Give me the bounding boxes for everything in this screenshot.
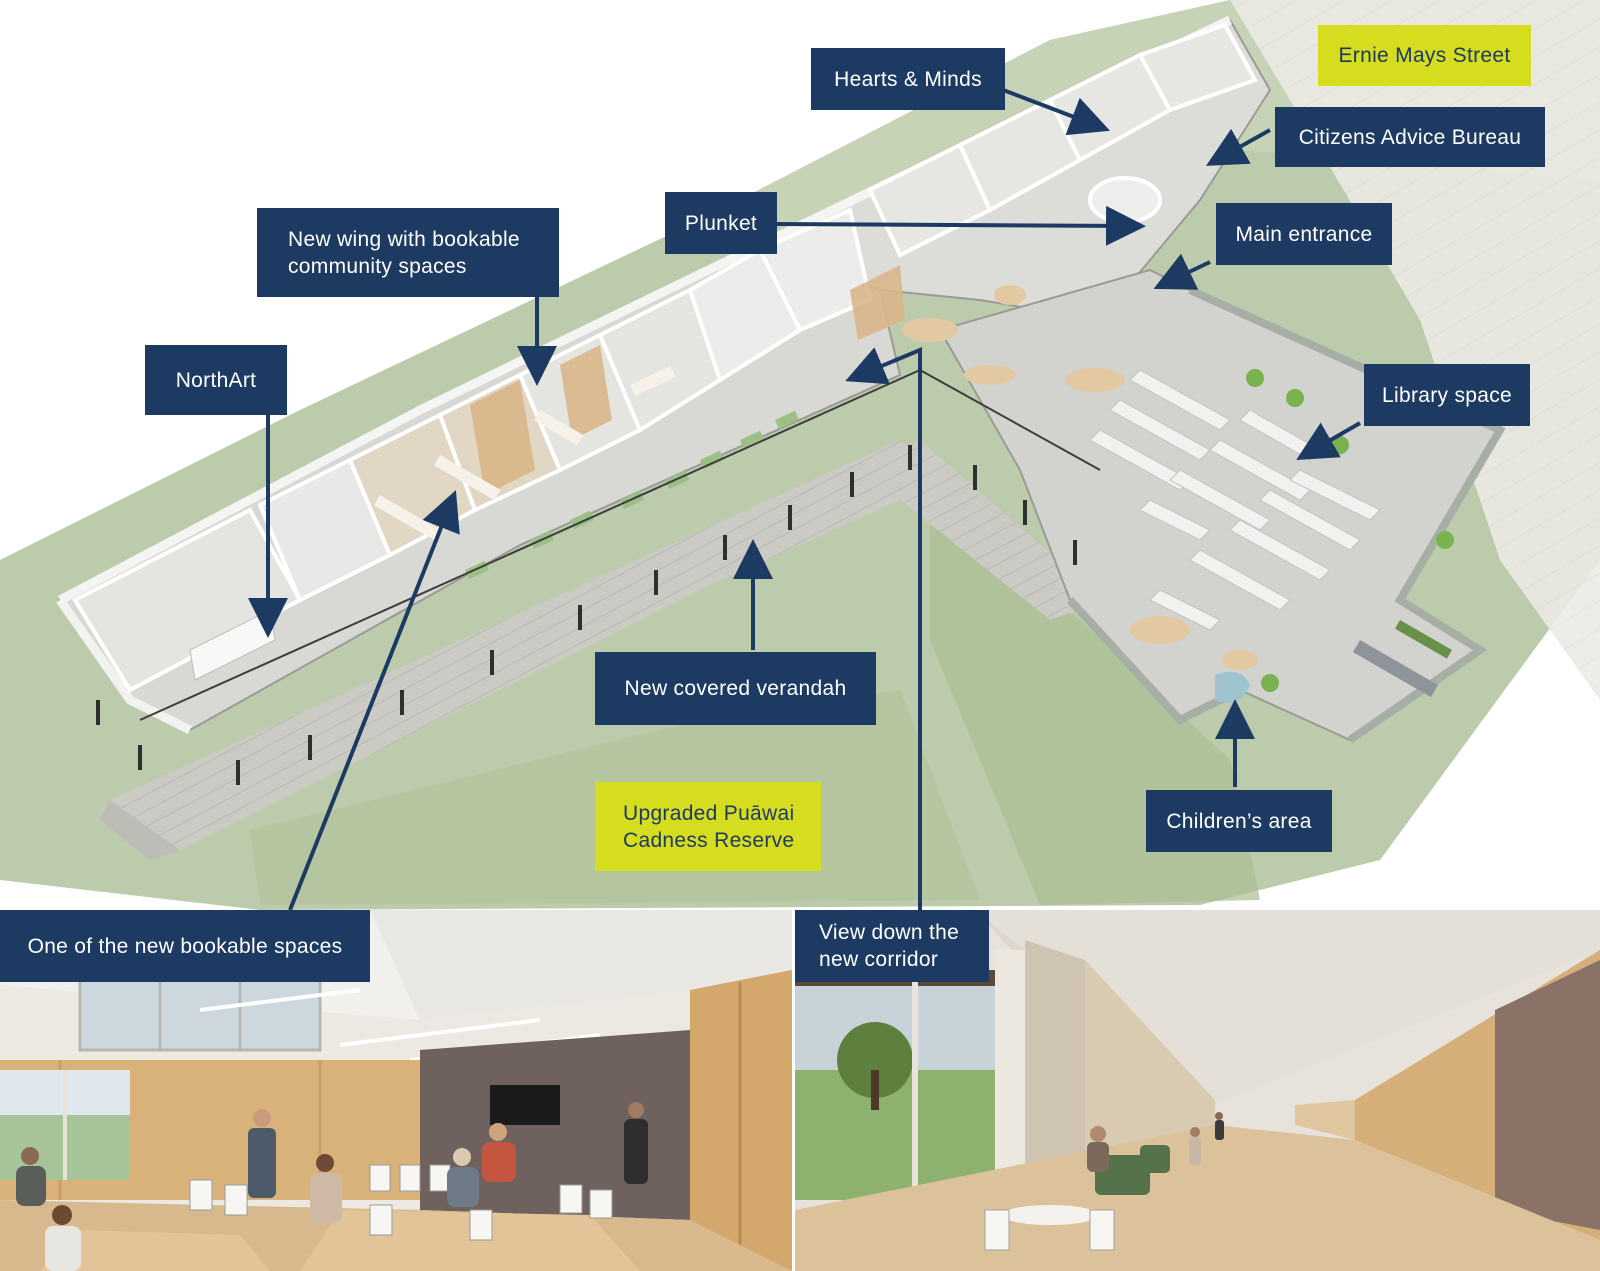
leader-plunket (774, 205, 1146, 246)
callout-plunket: Plunket (665, 192, 777, 254)
callout-northart: NorthArt (145, 345, 287, 415)
callout-bookable-space: One of the new bookable spaces (0, 910, 370, 982)
bookable-space-photo (0, 910, 792, 1271)
leader-corridor (845, 347, 922, 910)
place-label-reserve: Upgraded Puāwai Cadness Reserve (595, 782, 821, 871)
callout-new-wing: New wing with bookable community spaces (257, 208, 559, 297)
leader-hearts-minds (989, 83, 1110, 136)
callout-new-covered-verandah: New covered verandah (595, 652, 876, 725)
callout-corridor-view: View down the new corridor (795, 910, 989, 982)
callout-citizens-advice-bureau: Citizens Advice Bureau (1275, 107, 1545, 167)
meeting-room-render (0, 910, 792, 1271)
verandah-deck (100, 440, 1105, 860)
leader-library (1296, 421, 1362, 461)
leader-bookable-space (288, 490, 460, 911)
library-shelving (902, 285, 1454, 703)
leader-main-entrance (1153, 253, 1211, 290)
place-label-street: Ernie Mays Street (1318, 25, 1531, 86)
callout-childrens-area: Children’s area (1146, 790, 1332, 852)
verandah-furniture (96, 369, 1101, 785)
callout-main-entrance: Main entrance (1216, 203, 1392, 265)
callout-library-space: Library space (1364, 364, 1530, 426)
leader-citizens-advice (1206, 128, 1271, 166)
callout-hearts-minds: Hearts & Minds (811, 48, 1005, 110)
